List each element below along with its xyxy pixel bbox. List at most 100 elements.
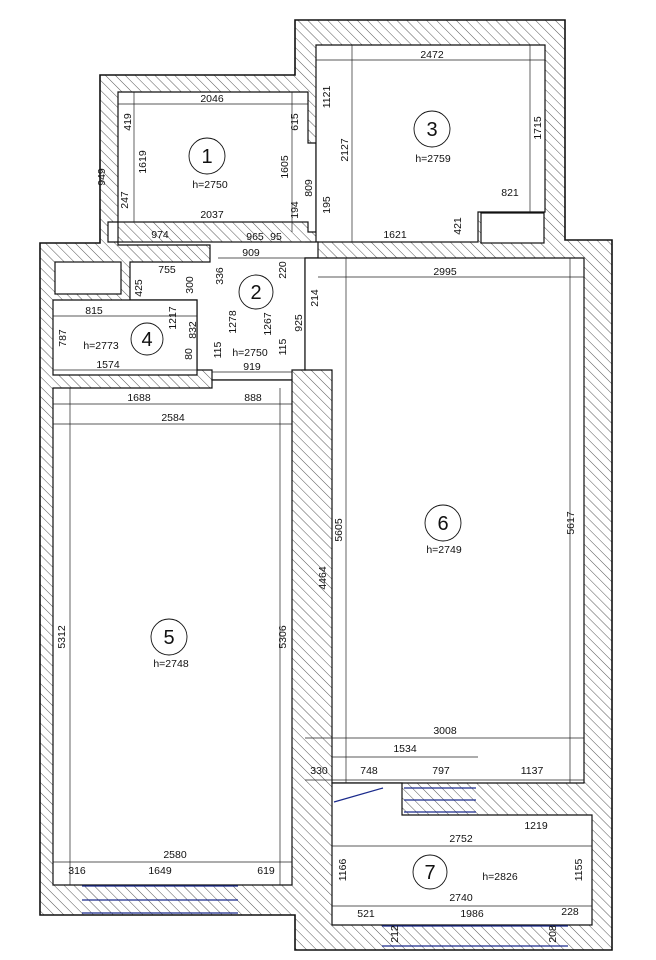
dim-r2-220: 220: [277, 261, 289, 279]
dim-r3-left-upper: 1121: [321, 86, 333, 109]
door-leaf-room-7: [333, 787, 384, 803]
dimension-lines: [53, 45, 592, 907]
dim-r1-top: 2046: [200, 93, 224, 105]
dim-r2-1267: 1267: [262, 312, 274, 336]
dim-r1-outer-left: 949: [96, 168, 108, 186]
dim-r7-1534: 1534: [393, 743, 417, 755]
dim-r4-832: 832: [187, 321, 199, 339]
room-4-label: 4 h=2773: [83, 322, 164, 356]
dim-r1-right-mid: 1605: [279, 155, 291, 179]
dim-r2-214: 214: [309, 289, 321, 307]
dim-r4-425: 425: [133, 279, 145, 297]
dim-r6-bottom: 3008: [433, 725, 457, 737]
dim-r5-b1649: 1649: [148, 865, 172, 877]
dim-r3-step-v: 421: [452, 217, 464, 235]
dim-r4-1217: 1217: [167, 306, 179, 330]
dim-r3-top: 2472: [420, 49, 444, 61]
room-6-floor: [304, 257, 585, 784]
dim-r5-bottom: 2580: [163, 849, 187, 861]
dim-r1-right-lower: 809: [303, 179, 315, 197]
dim-r6-left-b: 4464: [317, 566, 329, 590]
dim-r6-top: 2995: [433, 266, 457, 278]
dim-r7-1219: 1219: [524, 820, 548, 832]
dim-r1-left-mid: 1619: [137, 150, 149, 174]
dim-r4-787: 787: [57, 329, 69, 347]
svg-text:h=2759: h=2759: [415, 153, 450, 165]
room-5-label: 5 h=2748: [150, 618, 189, 670]
dim-r7-330: 330: [310, 765, 328, 777]
svg-text:5: 5: [163, 627, 174, 649]
room-6-label: 6 h=2749: [424, 504, 462, 556]
dim-r7-748: 748: [360, 765, 378, 777]
dim-r5-b316: 316: [68, 865, 86, 877]
dim-r2-top-b: 965: [246, 231, 264, 243]
room-4-floor: [52, 299, 198, 376]
dim-r7-b1986: 1986: [460, 908, 484, 920]
room-1-label: 1 h=2750: [188, 137, 228, 191]
dim-r2-115b: 115: [277, 338, 289, 355]
dim-r2-top-a: 974: [151, 229, 169, 241]
dim-r6-right: 5617: [565, 511, 577, 535]
svg-text:1: 1: [201, 146, 212, 168]
dim-r7-1137: 1137: [521, 765, 544, 777]
dim-r5-top-a: 1688: [127, 392, 151, 404]
dim-r7-1166: 1166: [337, 859, 349, 882]
dim-r6-left-a: 5605: [333, 518, 345, 542]
dim-r5-left: 5312: [56, 625, 68, 649]
dim-r7-212: 212: [389, 925, 401, 943]
dim-r3-right: 1715: [532, 116, 544, 140]
dim-r7-2752: 2752: [449, 833, 473, 845]
dim-r2-bottom: 919: [243, 361, 261, 373]
dim-r7-b521: 521: [357, 908, 375, 920]
dim-r3-left-lower: 195: [321, 196, 333, 214]
dim-r7-1155: 1155: [573, 859, 585, 882]
dim-r1-right-upper: 615: [289, 113, 301, 131]
dim-r2-top-d: 95: [270, 231, 282, 243]
window-room-5: [82, 885, 238, 914]
svg-text:h=2826: h=2826: [482, 871, 517, 883]
dim-r5-b619: 619: [257, 865, 275, 877]
room-7-label: 7 h=2826: [412, 854, 518, 890]
shaft-right: [480, 212, 545, 244]
dim-r3-left-mid: 2127: [339, 138, 351, 162]
dim-r7-b228: 228: [561, 906, 579, 918]
dim-r4-inner: 815: [85, 305, 103, 317]
room-3-label: 3 h=2759: [413, 110, 451, 165]
dim-r5-top-b: 888: [244, 392, 262, 404]
dim-r7-797: 797: [432, 765, 450, 777]
svg-text:6: 6: [437, 513, 448, 535]
dim-r4-300: 300: [184, 276, 196, 294]
dim-r1-small: 194: [289, 201, 301, 219]
svg-text:h=2750: h=2750: [232, 347, 267, 359]
room-5-floor: [52, 379, 293, 886]
room-2-label: 2 h=2750: [232, 274, 274, 359]
dim-r2-336: 336: [214, 267, 226, 285]
svg-text:2: 2: [250, 282, 261, 304]
dim-r2-1278: 1278: [227, 310, 239, 334]
svg-text:4: 4: [141, 329, 152, 351]
dim-r1-bottom: 2037: [200, 209, 224, 221]
svg-text:7: 7: [424, 862, 435, 884]
dim-r7-2740: 2740: [449, 892, 473, 904]
dim-r3-bottom: 1621: [383, 229, 407, 241]
window-room-7: [382, 925, 568, 947]
dim-r4-bottom: 1574: [96, 359, 120, 371]
dim-r4-top: 755: [158, 264, 176, 276]
dim-r2-925: 925: [293, 314, 305, 332]
dim-r3-step: 821: [501, 187, 519, 199]
svg-text:h=2750: h=2750: [192, 179, 227, 191]
dim-r5-top: 2584: [161, 412, 185, 424]
dim-r5-right: 5306: [277, 625, 289, 649]
svg-text:h=2748: h=2748: [153, 658, 188, 670]
shaft-left: [54, 261, 122, 295]
dim-r4-80: 80: [183, 348, 195, 360]
window-room-7-upper: [404, 787, 476, 813]
dim-r1-left-lower: 247: [119, 191, 131, 209]
svg-text:h=2773: h=2773: [83, 340, 118, 352]
svg-text:3: 3: [426, 119, 437, 141]
dim-r2-top-c: 909: [242, 247, 260, 259]
svg-text:h=2749: h=2749: [426, 544, 461, 556]
dim-r1-left-upper: 419: [122, 113, 134, 131]
